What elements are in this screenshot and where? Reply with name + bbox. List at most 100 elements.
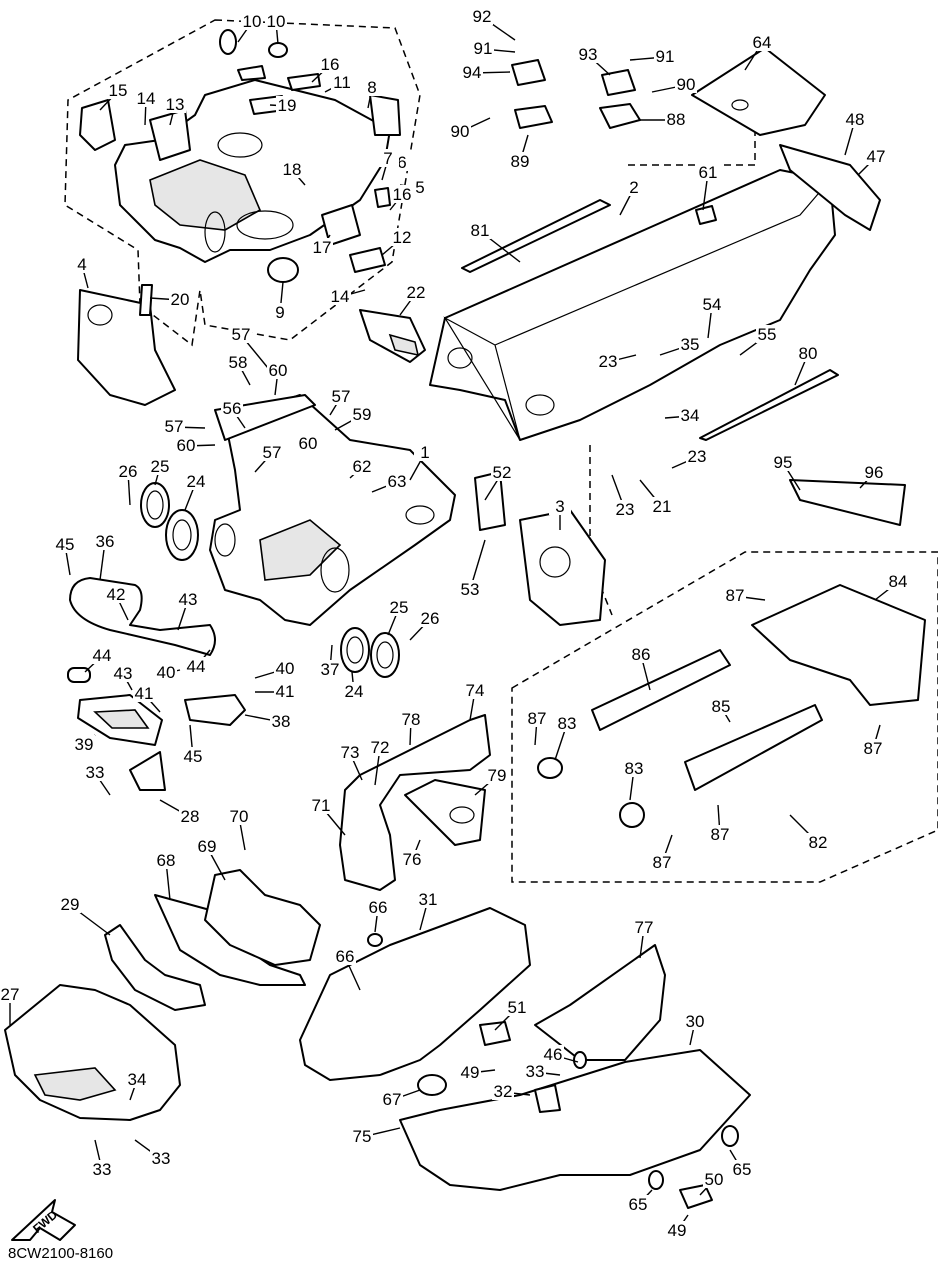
callout-number: 81 <box>471 221 490 240</box>
callout-bg <box>549 497 571 515</box>
callout-number: 90 <box>451 122 470 141</box>
callout-57: 57 <box>329 387 352 416</box>
lower-panels <box>4 907 751 1209</box>
callout-19: 19 <box>269 96 298 115</box>
callout-25: 25 <box>387 598 410 636</box>
callout-15: 15 <box>99 81 129 111</box>
callout-number: 93 <box>579 45 598 64</box>
callout-42: 42 <box>105 585 129 621</box>
callout-number: 71 <box>312 796 331 815</box>
callout-bg <box>679 335 701 353</box>
callout-81: 81 <box>469 221 521 263</box>
callout-bg <box>377 149 399 167</box>
callout-12: 12 <box>381 228 413 256</box>
callout-number: 86 <box>632 645 651 664</box>
callout-bg <box>177 590 199 608</box>
callout-4: 4 <box>71 255 93 289</box>
callout-number: 89 <box>511 152 530 171</box>
callout-bg <box>862 739 884 757</box>
callout-number: 37 <box>321 660 340 679</box>
callout-bg <box>261 443 283 461</box>
callout-number: 87 <box>726 586 745 605</box>
callout-bg <box>381 1090 403 1108</box>
callout-60: 60 <box>175 436 216 455</box>
callout-number: 87 <box>864 739 883 758</box>
callout-10: 10 <box>237 12 263 43</box>
callout-number: 35 <box>681 335 700 354</box>
callout-number: 56 <box>223 399 242 418</box>
callout-number: 16 <box>321 55 340 74</box>
callout-88: 88 <box>640 110 687 129</box>
callout-14: 14 <box>329 287 366 306</box>
callout-bg <box>701 295 723 313</box>
callout-53: 53 <box>459 539 486 599</box>
callout-number: 85 <box>712 697 731 716</box>
callout-34: 34 <box>664 406 701 425</box>
callout-number: 33 <box>86 763 105 782</box>
callout-number: 49 <box>668 1221 687 1240</box>
callout-bg <box>367 898 389 916</box>
callout-bg <box>351 457 373 475</box>
callout-37: 37 <box>319 644 341 679</box>
callout-74: 74 <box>464 681 486 721</box>
callout-bg <box>887 572 909 590</box>
callout-number: 26 <box>119 462 138 481</box>
callout-number: 70 <box>230 807 249 826</box>
side-panels <box>154 714 491 986</box>
callout-bg <box>710 697 732 715</box>
callout-bg <box>461 63 483 81</box>
callout-bg <box>464 681 486 699</box>
callout-number: 10 <box>267 12 286 31</box>
callout-96: 96 <box>859 463 885 489</box>
callout-number: 26 <box>421 609 440 628</box>
callout-bg <box>651 853 673 871</box>
callout-26: 26 <box>117 462 139 506</box>
callout-bg <box>330 387 352 405</box>
callout-36: 36 <box>94 532 116 581</box>
rear-plates <box>537 479 926 828</box>
callout-number: 94 <box>463 63 482 82</box>
callout-bg <box>91 1160 113 1178</box>
callout-83: 83 <box>554 714 578 761</box>
callout-62: 62 <box>349 457 373 479</box>
callout-number: 42 <box>107 585 126 604</box>
callout-14: 14 <box>135 89 157 126</box>
callout-bg <box>651 497 673 515</box>
callout-number: 67 <box>383 1090 402 1109</box>
callout-bg <box>163 417 185 435</box>
callout-number: 79 <box>488 766 507 785</box>
callout-number: 75 <box>353 1127 372 1146</box>
callout-number: 88 <box>667 110 686 129</box>
callout-bg <box>469 221 491 239</box>
callout-87: 87 <box>526 709 548 746</box>
callout-83: 83 <box>623 759 645 801</box>
callout-bg <box>419 609 441 627</box>
callout-bg <box>417 890 439 908</box>
callout-number: 60 <box>269 361 288 380</box>
callout-bg <box>471 7 493 25</box>
callout-bg <box>684 1012 706 1030</box>
callout-23: 23 <box>611 474 636 519</box>
callout-bg <box>59 895 81 913</box>
callout-bg <box>117 462 139 480</box>
callout-87: 87 <box>862 724 884 758</box>
callout-bg <box>509 152 531 170</box>
callout-bg <box>281 160 303 178</box>
callout-number: 48 <box>846 110 865 129</box>
callout-bg <box>388 598 410 616</box>
callout-bg <box>91 646 113 664</box>
callout-65: 65 <box>729 1149 753 1179</box>
callout-number: 60 <box>177 436 196 455</box>
callout-number: 74 <box>466 681 485 700</box>
callout-number: 9 <box>275 303 284 322</box>
callout-number: 24 <box>187 472 206 491</box>
callout-number: 19 <box>278 96 297 115</box>
callout-43: 43 <box>177 590 199 631</box>
callout-number: 87 <box>711 825 730 844</box>
callout-32: 32 <box>492 1082 531 1101</box>
callout-bg <box>297 434 319 452</box>
callout-number: 60 <box>299 434 318 453</box>
callout-number: 20 <box>171 290 190 309</box>
callout-bg <box>614 500 636 518</box>
callout-bg <box>164 95 186 113</box>
